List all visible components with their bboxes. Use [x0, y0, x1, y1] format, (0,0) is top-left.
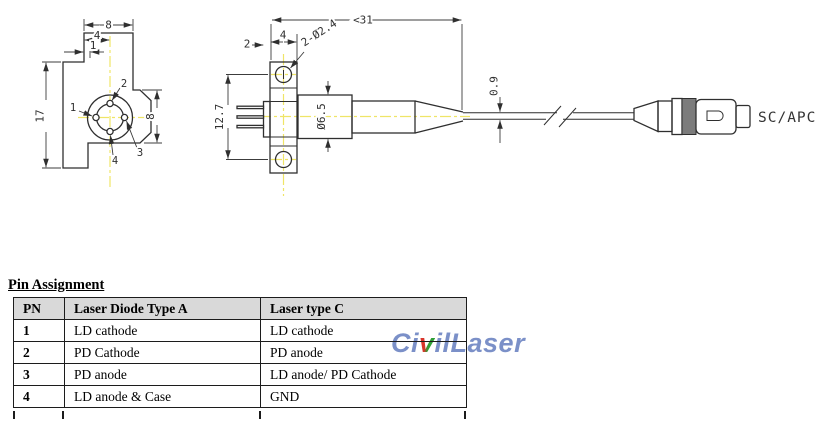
table-cell-pn: 3: [13, 363, 65, 386]
front-view: 8 4 1 17: [32, 17, 162, 188]
table-cell-pn: 4: [13, 385, 65, 408]
header-cell-pn: PN: [13, 297, 65, 320]
pin-assignment-title: Pin Assignment: [8, 277, 105, 293]
dim-mount-holes: 2-Ø2.4: [290, 15, 342, 69]
svg-text:2: 2: [244, 38, 251, 51]
connector-step: [657, 100, 673, 133]
connector-label: SC/APC: [758, 110, 816, 126]
pin-lead: [236, 124, 265, 129]
table-cell: PD anode: [260, 341, 467, 364]
svg-text:2: 2: [121, 78, 127, 90]
table-cell: LD cathode: [260, 319, 467, 342]
svg-text:1: 1: [90, 39, 97, 52]
dim-front-width: 8: [83, 17, 134, 34]
table-row: 3 PD anode LD anode/ PD Cathode: [13, 363, 467, 386]
svg-text:<31: <31: [353, 14, 373, 27]
dim-hole-span: 12.7: [211, 74, 268, 160]
dim-front-step: 1: [64, 37, 104, 58]
svg-text:4: 4: [94, 29, 101, 42]
table-cell-pn: 1: [13, 319, 65, 342]
connector-boot: [633, 100, 659, 133]
sc-apc-connector: SC/APC: [633, 97, 816, 136]
table-border-stub: [259, 411, 261, 419]
dim-front-height: 17: [32, 61, 61, 169]
connector-latch-slot: [706, 110, 724, 121]
table-border-stub: [464, 411, 466, 419]
pin-lead: [236, 115, 265, 119]
pin-assignment-table: PN Laser Diode Type A Laser type C 1 LD …: [13, 297, 467, 408]
dim-total-length: <31: [270, 12, 463, 110]
table-row: 1 LD cathode LD cathode: [13, 319, 467, 342]
side-view: <31 4 2 2-Ø2.4: [211, 12, 634, 196]
dim-offset: 2: [242, 36, 264, 53]
table-cell: LD anode/ PD Cathode: [260, 363, 467, 386]
connector-gray-band: [681, 98, 697, 135]
svg-text:4: 4: [280, 29, 287, 42]
table-border-stub: [62, 411, 64, 419]
table-row: 2 PD Cathode PD anode: [13, 341, 467, 364]
pin-leaders: 1 2 3 4: [68, 77, 144, 169]
connector-ferrule-tip: [735, 104, 751, 129]
svg-text:4: 4: [112, 155, 118, 167]
pin-lead: [236, 105, 265, 110]
header-cell-type-a: Laser Diode Type A: [64, 297, 261, 320]
bottom-mount-hole: [274, 150, 293, 169]
header-cell-type-c: Laser type C: [260, 297, 467, 320]
table-cell-pn: 2: [13, 341, 65, 364]
taper-cone: [414, 100, 464, 134]
svg-text:3: 3: [137, 147, 143, 159]
top-mount-hole: [274, 65, 293, 84]
table-cell: PD anode: [64, 363, 261, 386]
flange-outline: [62, 32, 152, 169]
svg-text:Ø6.5: Ø6.5: [315, 103, 328, 130]
svg-text:1: 1: [70, 102, 76, 114]
svg-text:12.7: 12.7: [213, 104, 226, 131]
svg-text:0.9: 0.9: [488, 76, 501, 96]
table-cell: LD cathode: [64, 319, 261, 342]
svg-text:8: 8: [105, 19, 112, 32]
pin-1-dot: [92, 113, 100, 122]
table-header-row: PN Laser Diode Type A Laser type C: [13, 297, 467, 320]
package-base: [262, 100, 271, 138]
svg-text:2-Ø2.4: 2-Ø2.4: [299, 17, 340, 50]
dim-body-dia: Ø6.5: [313, 81, 331, 152]
neck-cylinder: [351, 100, 416, 134]
table-row: 4 LD anode & Case GND: [13, 385, 467, 408]
table-border-stub: [13, 411, 15, 419]
svg-text:8: 8: [144, 113, 157, 120]
pin-3-dot: [120, 113, 129, 122]
dim-hex-flats: 8: [142, 89, 162, 144]
dim-fiber-dia: 0.9: [486, 74, 503, 143]
table-cell: GND: [260, 385, 467, 408]
fiber-cable: [463, 105, 634, 128]
pin-2-dot: [106, 99, 114, 108]
technical-drawing: 8 4 1 17: [32, 12, 816, 196]
dim-front-half-width: 4: [84, 27, 110, 44]
connector-ring: [671, 97, 683, 136]
table-cell: LD anode & Case: [64, 385, 261, 408]
table-cell: PD Cathode: [64, 341, 261, 364]
dim-flange-width: 4: [270, 27, 298, 60]
connector-body: [695, 98, 737, 135]
pin-4-dot: [106, 127, 114, 136]
svg-text:17: 17: [34, 109, 47, 122]
